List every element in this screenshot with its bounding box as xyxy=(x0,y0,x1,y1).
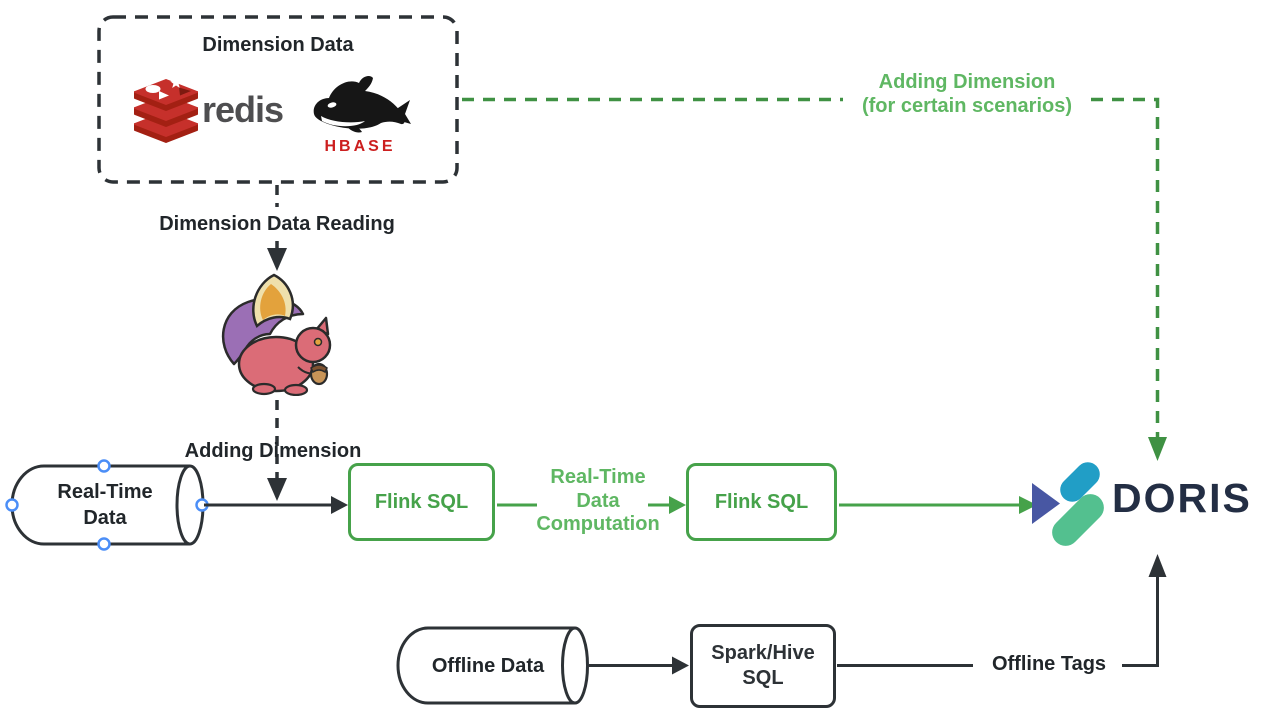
selection-handle[interactable] xyxy=(5,498,19,512)
edge-flink2-to-doris[interactable] xyxy=(839,496,1037,514)
dimension-box-title: Dimension Data xyxy=(202,34,354,56)
selection-handle[interactable] xyxy=(97,537,111,551)
offline-data-label: Offline Data xyxy=(431,655,545,677)
redis-icon[interactable] xyxy=(133,74,199,146)
arrowhead-right-icon xyxy=(672,656,689,675)
edge-dimension-to-doris-dashed[interactable] xyxy=(462,97,1167,462)
offline-data-cylinder[interactable] xyxy=(396,626,589,705)
spark-hive-sql-node[interactable]: Spark/Hive SQL xyxy=(690,624,836,708)
arrowhead-up-icon xyxy=(1148,554,1167,577)
edge-dimension-reading[interactable] xyxy=(267,185,287,271)
edge-realtime-to-flink1[interactable] xyxy=(204,496,348,514)
selection-handle[interactable] xyxy=(97,459,111,473)
edge-label-realtime-computation: Real-Time Data Computation xyxy=(536,466,660,536)
hbase-wordmark: HBASE xyxy=(324,138,396,155)
arrowhead-right-icon xyxy=(331,496,348,514)
arrowhead-down-icon xyxy=(267,248,287,271)
flink-sql-2-label: Flink SQL xyxy=(714,490,809,513)
edge-adding-dimension[interactable] xyxy=(267,400,287,501)
flink-sql-1-label: Flink SQL xyxy=(374,490,469,513)
edge-label-dimension-data-reading: Dimension Data Reading xyxy=(159,213,395,235)
hbase-orca-icon[interactable] xyxy=(307,72,413,136)
flink-sql-node-2[interactable]: Flink SQL xyxy=(686,463,837,541)
edge-label-adding-dimension-scenarios: Adding Dimension (for certain scenarios) xyxy=(861,71,1073,117)
arrowhead-down-icon xyxy=(267,478,287,501)
redis-wordmark: redis xyxy=(202,89,284,130)
realtime-data-label: Real-Time Data xyxy=(57,481,153,529)
realtime-data-cylinder[interactable] xyxy=(5,459,209,551)
arrowhead-right-icon xyxy=(1019,496,1037,514)
edge-label-offline-tags: Offline Tags xyxy=(991,653,1107,675)
dimension-data-box[interactable] xyxy=(97,15,459,184)
flink-sql-node-1[interactable]: Flink SQL xyxy=(348,463,495,541)
arrowhead-down-icon xyxy=(1148,437,1167,461)
spark-hive-sql-label: Spark/Hive SQL xyxy=(711,642,815,689)
doris-logo-icon[interactable] xyxy=(1028,458,1108,552)
edge-flink1-to-flink2[interactable] xyxy=(497,496,686,514)
edge-label-adding-dimension: Adding Dimension xyxy=(184,440,362,462)
arrowhead-right-icon xyxy=(669,496,686,514)
doris-wordmark: DORIS xyxy=(1112,475,1252,521)
edge-offline-to-spark[interactable] xyxy=(589,656,689,675)
edge-offline-tags-to-doris[interactable] xyxy=(837,554,1167,667)
flink-squirrel-icon[interactable] xyxy=(212,272,342,396)
